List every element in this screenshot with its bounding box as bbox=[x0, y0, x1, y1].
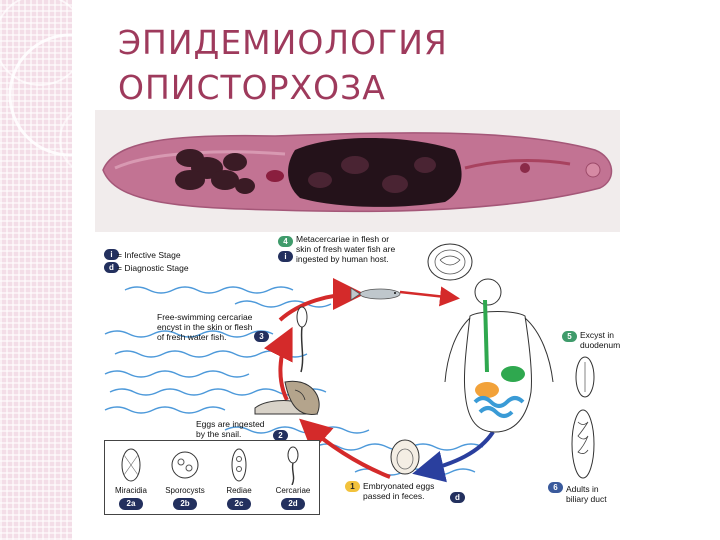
step-4-label: Metacercariae in flesh or skin of fresh … bbox=[296, 234, 396, 264]
uterus-coils bbox=[175, 149, 255, 194]
sporocyst-drawing bbox=[171, 451, 199, 479]
stage-sporocysts: Sporocysts 2b bbox=[159, 441, 211, 514]
step-2-badge: 2 bbox=[273, 430, 288, 441]
liver bbox=[475, 382, 499, 398]
stage-miracidia: Miracidia 2a bbox=[105, 441, 157, 514]
arrow-4-to-human bbox=[399, 286, 460, 307]
testes-mass bbox=[288, 137, 462, 207]
stomach bbox=[501, 366, 525, 382]
diagnostic-badge: d bbox=[104, 262, 119, 273]
title-line-2: ОПИСТОРХОЗА bbox=[118, 68, 386, 107]
esophagus bbox=[483, 299, 489, 373]
legend-diagnostic: = Diagnostic Stage bbox=[117, 263, 189, 273]
stage-code: 2b bbox=[173, 498, 197, 510]
arrow-human-to-eggs bbox=[412, 430, 495, 483]
cercaria-drawing bbox=[287, 446, 299, 485]
step-3-badge: 3 bbox=[254, 331, 269, 342]
excysted-larva bbox=[575, 356, 595, 398]
arrow-3-to-4 bbox=[278, 278, 365, 322]
metacercaria-cyst bbox=[427, 243, 473, 281]
stage-rediae: Rediae 2c bbox=[213, 441, 265, 514]
stage-name: Sporocysts bbox=[165, 486, 205, 495]
stage-code: 2a bbox=[119, 498, 143, 510]
snail bbox=[254, 380, 320, 416]
legend-infective: = Infective Stage bbox=[117, 250, 181, 260]
miracidium-drawing bbox=[121, 448, 141, 482]
fluke-micrograph bbox=[95, 110, 620, 232]
step-6-label: Adults in biliary duct bbox=[566, 484, 607, 504]
step-5-badge: 5 bbox=[562, 331, 577, 342]
step-1-badge: 1 bbox=[345, 481, 360, 492]
step-3-label: Free-swimming cercariae encyst in the sk… bbox=[157, 312, 253, 342]
ovary bbox=[266, 170, 284, 182]
arrow-1-to-2 bbox=[299, 418, 391, 479]
stage-name: Cercariae bbox=[275, 486, 311, 495]
fish-illustration bbox=[350, 287, 401, 301]
arrow-2-to-3 bbox=[263, 326, 293, 401]
intestines bbox=[473, 396, 525, 418]
step-4-stage-badge: i bbox=[278, 251, 293, 262]
adult-fluke bbox=[571, 409, 595, 479]
stage-cercariae: Cercariae 2d bbox=[267, 441, 319, 514]
step-2-label: Eggs are ingested by the snail. bbox=[196, 419, 265, 439]
stage-code: 2c bbox=[227, 498, 251, 510]
stage-name: Miracidia bbox=[114, 486, 147, 495]
step-1-label: Embryonated eggs passed in feces. bbox=[363, 481, 435, 501]
step-5-label: Excyst in duodenum bbox=[580, 330, 621, 350]
human-figure bbox=[444, 278, 554, 433]
snail-stages-panel: Miracidia 2a Sporocysts 2b Rediae 2c Cer… bbox=[104, 440, 320, 515]
cercaria-larva bbox=[296, 306, 308, 373]
embryonated-egg bbox=[390, 439, 420, 475]
slide-title: ЭПИДЕМИОЛОГИЯ ОПИСТОРХОЗА bbox=[118, 20, 448, 110]
stage-code: 2d bbox=[281, 498, 305, 510]
decorative-stripe bbox=[0, 0, 72, 540]
step-6-badge: 6 bbox=[548, 482, 563, 493]
infective-badge: i bbox=[104, 249, 119, 260]
redia-drawing bbox=[231, 448, 247, 482]
step-1-stage-badge: d bbox=[450, 492, 465, 503]
title-line-1: ЭПИДЕМИОЛОГИЯ bbox=[118, 23, 448, 62]
step-4-badge: 4 bbox=[278, 236, 293, 247]
stage-name: Rediae bbox=[226, 486, 252, 495]
life-cycle-diagram bbox=[104, 243, 595, 483]
